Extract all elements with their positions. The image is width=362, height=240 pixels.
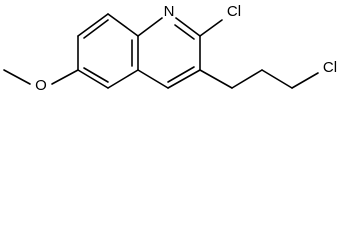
bond-c8-c7-inner xyxy=(83,19,109,39)
bond-c8a-c8 xyxy=(107,13,139,37)
pyridine-ring xyxy=(137,17,201,89)
atom-label-cl-2: Cl xyxy=(227,3,241,20)
bond-ch2a-ch2b xyxy=(231,69,263,89)
bond-c4-c4a xyxy=(137,69,169,89)
bond-o-ch3 xyxy=(3,69,31,85)
bond-ch2c-cl xyxy=(291,72,319,89)
bond-c6-c5-inner xyxy=(83,67,109,83)
bond-c6-o xyxy=(51,69,79,85)
benzo-ring xyxy=(77,13,139,89)
bond-ch2b-ch2c xyxy=(261,69,293,89)
bond-n1-c2 xyxy=(175,17,201,37)
bond-c3-c4 xyxy=(167,69,201,89)
bond-c3-c4-inner xyxy=(167,66,195,83)
bond-c5-c4a xyxy=(107,69,139,89)
bond-c2-cl xyxy=(199,19,223,37)
bond-c3-ch2a xyxy=(199,69,233,89)
bond-c8a-n1 xyxy=(137,17,163,37)
bond-c8-c7 xyxy=(77,13,109,37)
atom-label-n: N xyxy=(164,3,175,20)
atom-label-cl-chain: Cl xyxy=(323,59,337,76)
atom-label-o: O xyxy=(35,77,47,94)
bond-c6-c5 xyxy=(77,69,109,89)
chemical-structure-diagram: N Cl O Cl xyxy=(3,3,337,94)
bond-n1-c2-inner xyxy=(174,24,195,40)
